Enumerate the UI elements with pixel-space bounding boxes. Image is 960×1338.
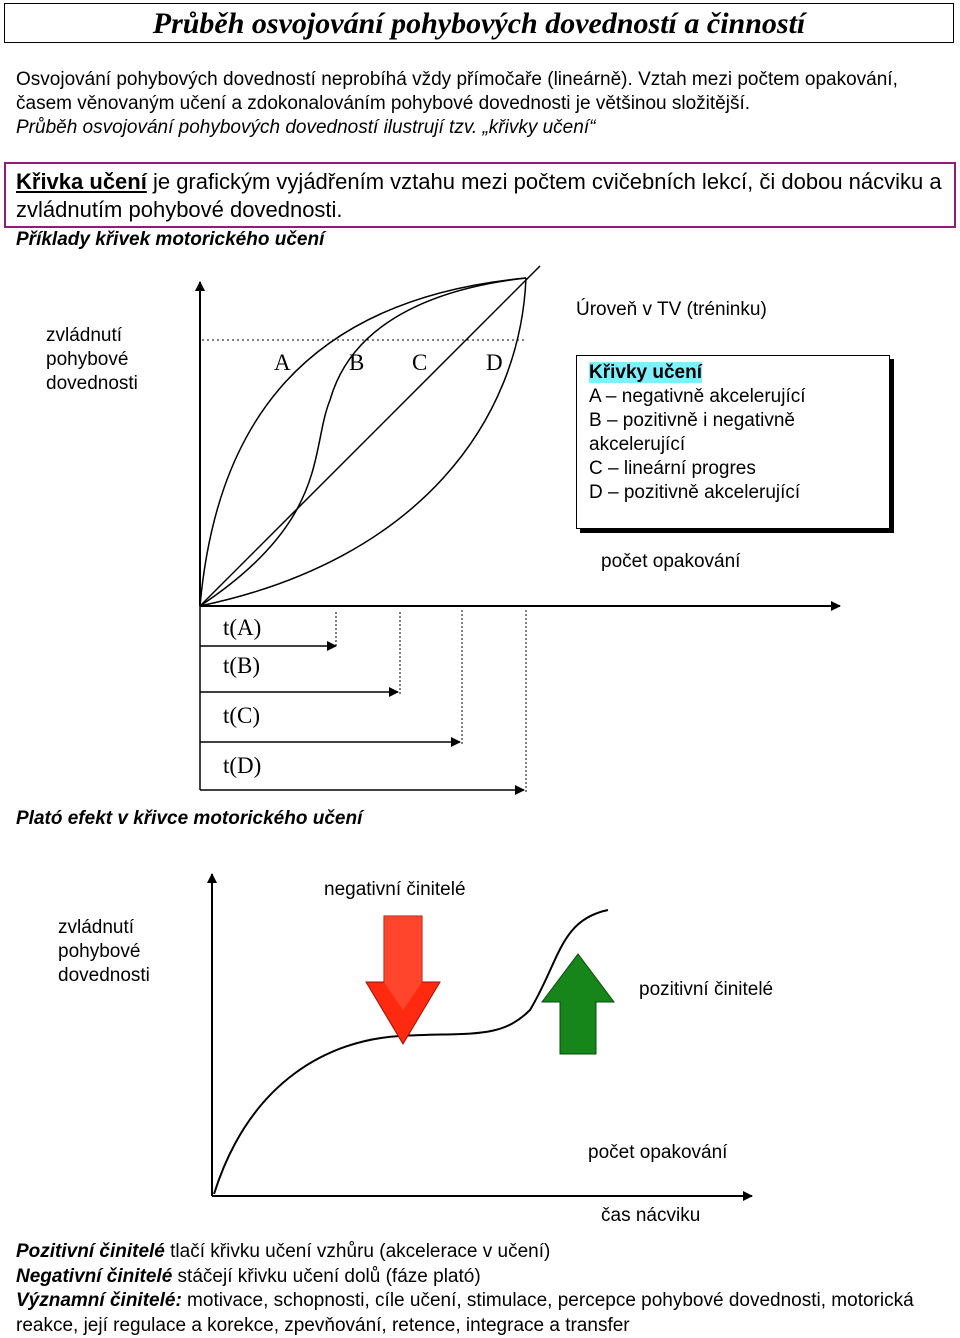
chart2-x-label-2: čas nácviku [601, 1205, 701, 1226]
chart2-x-label: počet opakování [588, 1142, 728, 1163]
intro-line-1: Osvojování pohybových dovedností neprobí… [16, 69, 898, 114]
legend-item: A – negativně akcelerující [589, 386, 806, 407]
pos-text: tlačí křivku učení vzhůru (akcelerace v … [164, 1241, 551, 1262]
factors-text: Pozitivní činitelé tlačí křivku učení vz… [16, 1240, 946, 1338]
curve-label-d: D [486, 350, 503, 375]
plateau-curve [213, 909, 609, 1195]
time-label-a: t(A) [223, 615, 262, 640]
legend-title: Křivky učení [589, 362, 702, 383]
intro-text: Osvojování pohybových dovedností neprobí… [16, 68, 946, 140]
chart2-heading: Plató efekt v křivce motorického učení [16, 808, 363, 829]
negative-arrow-icon [365, 915, 441, 1045]
legend-item: C – lineární progres [589, 458, 756, 479]
page-title: Průběh osvojování pohybových dovedností … [152, 7, 806, 40]
curve-b [199, 277, 527, 607]
chart1-heading: Příklady křivek motorického učení [16, 229, 325, 250]
positive-arrow-icon [541, 953, 615, 1055]
curve-label-a: A [274, 350, 291, 375]
intro-line-2: Průběh osvojování pohybových dovedností … [16, 117, 596, 138]
negative-label: negativní činitelé [324, 879, 466, 900]
time-label-b: t(B) [223, 653, 261, 678]
definition-box: Křivka učení je grafickým vyjádřením vzt… [4, 162, 956, 228]
level-label: Úroveň v TV (tréninku) [576, 299, 767, 320]
positive-label: pozitivní činitelé [639, 979, 774, 1000]
sig-term: Významní činitelé: [16, 1290, 182, 1311]
legend-item: B – pozitivně i negativně akcelerující [589, 410, 795, 455]
chart2-y-label: zvládnutí pohybové dovednosti [58, 917, 150, 986]
title-box: Průběh osvojování pohybových dovedností … [4, 3, 954, 43]
curve-d [199, 277, 527, 607]
pos-term: Pozitivní činitelé [16, 1241, 165, 1262]
neg-term: Negativní činitelé [16, 1265, 173, 1287]
chart1-x-label: počet opakování [601, 551, 741, 572]
curve-label-b: B [349, 350, 365, 375]
definition-text: je grafickým vyjádřením vztahu mezi počt… [16, 169, 942, 222]
time-label-d: t(D) [223, 753, 262, 778]
curve-a [199, 277, 527, 607]
neg-text: stáčejí křivku učení dolů (fáze plató) [172, 1265, 481, 1287]
time-label-c: t(C) [223, 703, 261, 728]
legend-item: D – pozitivně akcelerující [589, 482, 801, 503]
legend-box: Křivky učení A – negativně akcelerující … [576, 355, 890, 529]
sig-text: motivace, schopnosti, cíle učení, stimul… [16, 1290, 914, 1336]
chart1-y-label: zvládnutí pohybové dovednosti [46, 325, 138, 394]
curve-label-c: C [412, 350, 428, 375]
definition-term: Křivka učení [16, 169, 147, 194]
curve-c [199, 265, 541, 607]
